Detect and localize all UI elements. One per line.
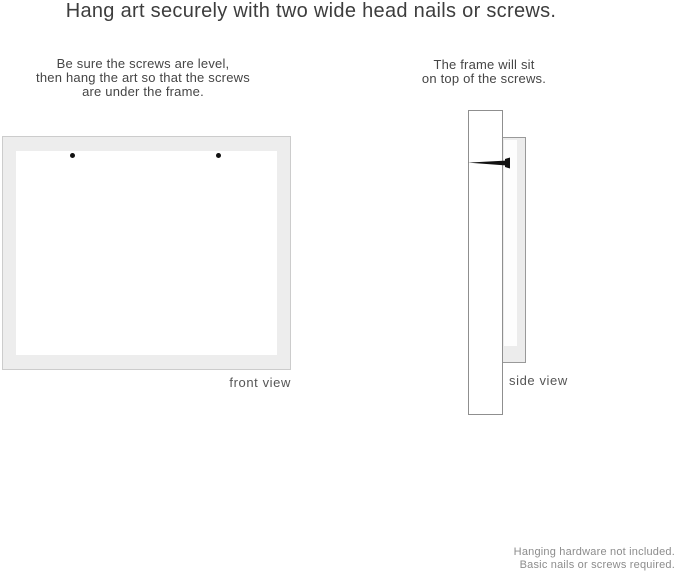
screw-dot-left-icon [70, 153, 75, 158]
frame-side-inner-edge [504, 140, 517, 346]
front-view-instruction: Be sure the screws are level, then hang … [23, 57, 263, 99]
wall-strip [468, 110, 503, 415]
instruction-line: Be sure the screws are level, [56, 56, 230, 71]
frame-front-art-area [16, 151, 277, 355]
screw-dot-right-icon [216, 153, 221, 158]
side-view-instruction: The frame will sit on top of the screws. [384, 58, 584, 86]
footer-line: Hanging hardware not included. [513, 546, 675, 558]
side-view-label: side view [509, 373, 568, 388]
instruction-line: then hang the art so that the screws [36, 70, 250, 85]
front-view-label: front view [229, 375, 291, 390]
footer-note: Hanging hardware not included. Basic nai… [375, 546, 675, 571]
instruction-line: The frame will sit [433, 57, 535, 72]
instruction-line: on top of the screws. [421, 71, 547, 86]
frame-side-profile [500, 137, 526, 363]
instruction-line: are under the frame. [82, 84, 204, 99]
footer-line: Basic nails or screws required. [519, 558, 675, 571]
nail-icon [468, 157, 510, 169]
frame-front-diagram [2, 136, 291, 370]
page-title: Hang art securely with two wide head nai… [65, 0, 557, 22]
